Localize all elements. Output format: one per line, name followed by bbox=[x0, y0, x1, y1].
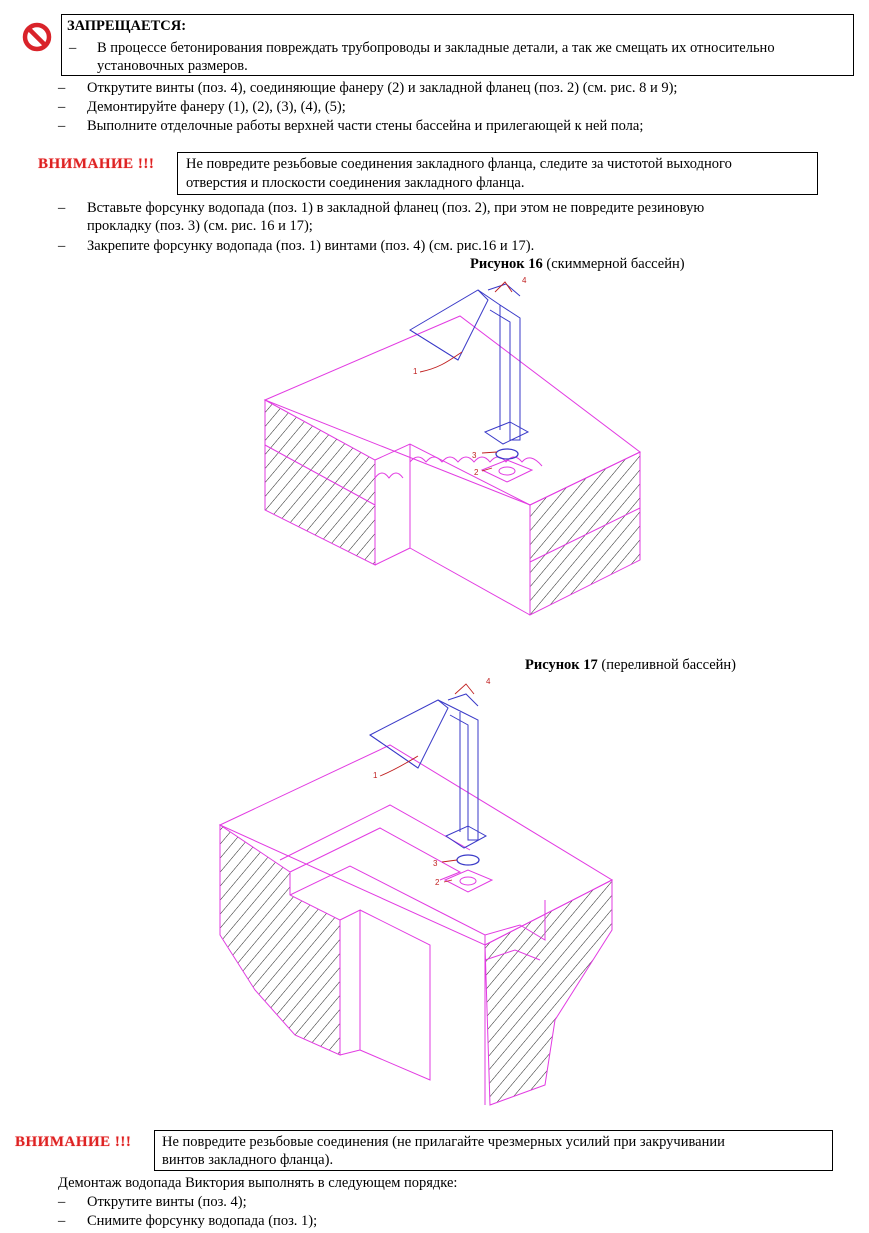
figure16-callout-4: 4 bbox=[522, 276, 527, 285]
warning-box bbox=[154, 1130, 833, 1171]
warning-text-line2: винтов закладного фланца). bbox=[162, 1152, 334, 1168]
step-dismantle-plywood: Демонтируйте фанеру (1), (2), (3), (4), … bbox=[87, 99, 346, 115]
figure17-caption: Рисунок 17 (переливной бассейн) bbox=[525, 656, 736, 674]
dash: – bbox=[69, 40, 77, 56]
dash: – bbox=[58, 238, 66, 254]
figure17-callout-1: 1 bbox=[373, 771, 378, 780]
figure16-callout-3: 3 bbox=[472, 451, 477, 460]
prohibition-text-line1: В процессе бетонирования повреждать труб… bbox=[97, 40, 775, 56]
dismantle-step-2: Снимите форсунку водопада (поз. 1); bbox=[87, 1213, 318, 1229]
step-fix-nozzle: Закрепите форсунку водопада (поз. 1) вин… bbox=[87, 238, 535, 254]
step-insert-nozzle-line1: Вставьте форсунку водопада (поз. 1) в за… bbox=[87, 200, 705, 216]
warning-text-line1: Не повредите резьбовые соединения заклад… bbox=[186, 156, 732, 172]
figure17-callout-3: 3 bbox=[433, 859, 438, 868]
prohibition-sign-icon bbox=[22, 22, 52, 52]
figure16-callout-2: 2 bbox=[474, 468, 479, 477]
dismantle-step-1: Открутите винты (поз. 4); bbox=[87, 1194, 247, 1210]
step-unscrew-screws: Открутите винты (поз. 4), соединяющие фа… bbox=[87, 80, 678, 96]
figure16-description: (скиммерной бассейн) bbox=[542, 256, 685, 272]
warning-text-line1: Не повредите резьбовые соединения (не пр… bbox=[162, 1134, 725, 1150]
warning-label: ВНИМАНИЕ !!! bbox=[38, 156, 155, 172]
figure17-callout-4: 4 bbox=[486, 677, 491, 686]
dash: – bbox=[58, 1194, 66, 1210]
dash: – bbox=[58, 200, 66, 216]
dash: – bbox=[58, 80, 66, 96]
figure16-number: Рисунок 16 bbox=[470, 256, 543, 272]
figure16-drawing: 1 3 2 4 bbox=[263, 276, 641, 616]
step-finishing-works: Выполните отделочные работы верхней част… bbox=[87, 118, 644, 134]
figure17-drawing: 1 3 2 4 bbox=[218, 677, 614, 1106]
figure17-number: Рисунок 17 bbox=[525, 657, 598, 673]
figure17-callout-2: 2 bbox=[435, 878, 440, 887]
warning-label: ВНИМАНИЕ !!! bbox=[15, 1134, 132, 1150]
figure16-callout-1: 1 bbox=[413, 367, 418, 376]
prohibition-text-line2: установочных размеров. bbox=[97, 58, 248, 74]
warning-text-line2: отверстия и плоскости соединения закладн… bbox=[186, 175, 525, 191]
dash: – bbox=[58, 99, 66, 115]
dash: – bbox=[58, 1213, 66, 1229]
figure16-caption: Рисунок 16 (скиммерной бассейн) bbox=[470, 255, 685, 273]
prohibition-box bbox=[61, 14, 854, 76]
figure17-description: (переливной бассейн) bbox=[597, 657, 737, 673]
prohibition-title: ЗАПРЕЩАЕТСЯ: bbox=[67, 18, 187, 34]
step-insert-nozzle-line2: прокладку (поз. 3) (см. рис. 16 и 17); bbox=[87, 218, 313, 234]
dash: – bbox=[58, 118, 66, 134]
warning-box bbox=[177, 152, 818, 195]
dismantle-intro: Демонтаж водопада Виктория выполнять в с… bbox=[58, 1175, 458, 1191]
